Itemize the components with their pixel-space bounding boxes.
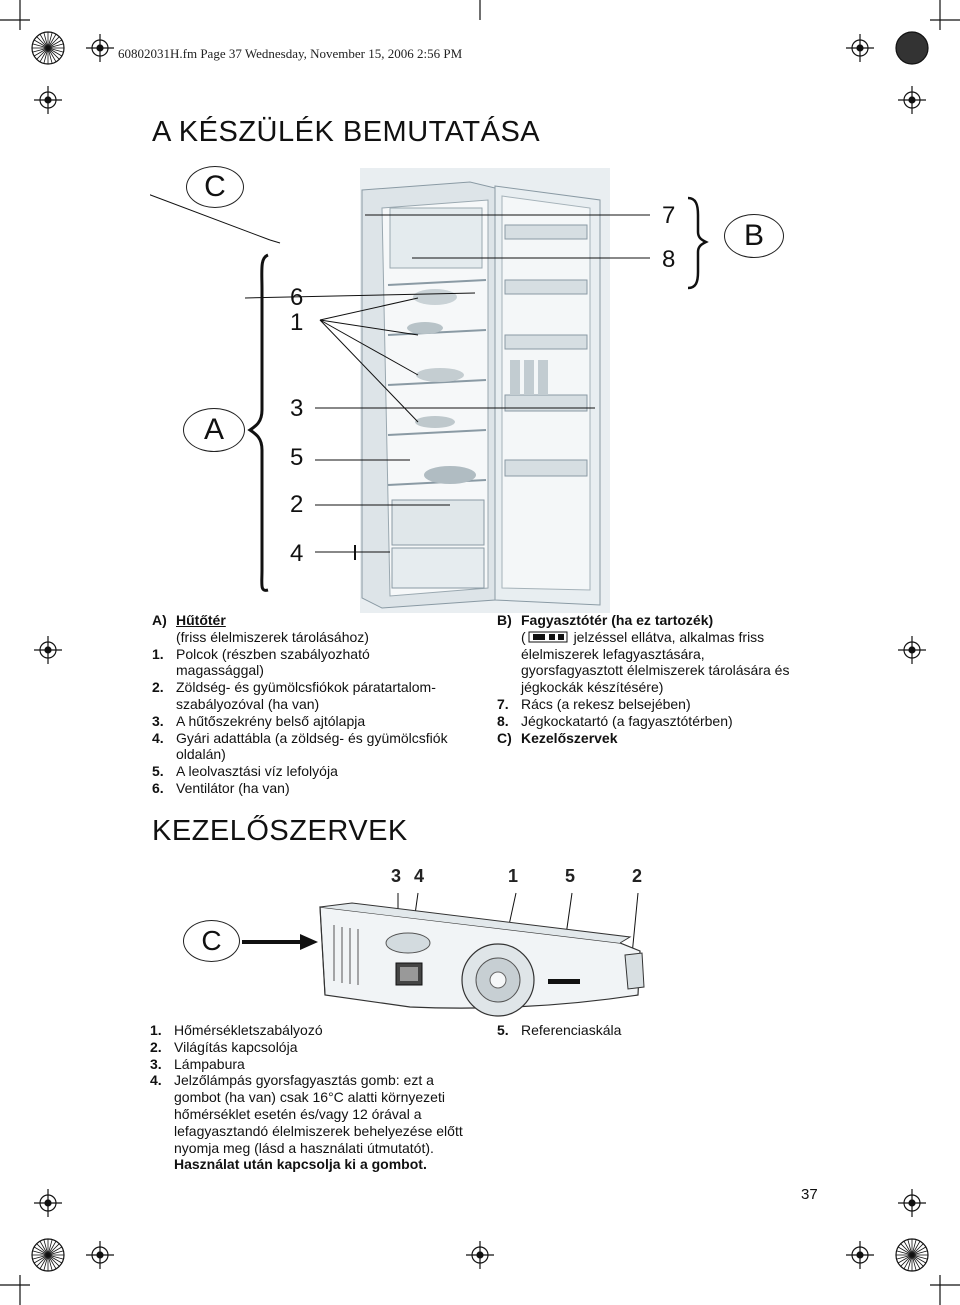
fig-number-5: 5 xyxy=(290,444,304,471)
crosshair-mark-icon xyxy=(86,34,114,62)
list-item-text: Hőmérsékletszabályozó xyxy=(174,1022,323,1038)
list-b-desc: gyorsfagyasztott élelmiszerek tárolására… xyxy=(521,662,790,679)
list-item-text: Világítás kapcsolója xyxy=(174,1038,298,1055)
list-item-text: Referenciaskála xyxy=(521,1022,622,1038)
crosshair-mark-icon xyxy=(34,636,62,664)
list-item-text: lefagyasztandó élelmiszerek behelyezése … xyxy=(174,1122,463,1139)
list-b-paren: ( xyxy=(521,628,526,645)
list-item-text: Lámpabura xyxy=(174,1055,245,1072)
crosshair-mark-icon xyxy=(846,34,874,62)
crosshair-mark-icon xyxy=(34,86,62,114)
fig-number-2: 2 xyxy=(290,491,304,518)
list-item-text: A leolvasztási víz lefolyója xyxy=(176,763,338,780)
list-item-text: magassággal) xyxy=(176,662,264,679)
list-item-text: nyomja meg (lásd a használati útmutatót)… xyxy=(174,1139,434,1156)
list-b-desc: élelmiszerek lefagyasztására, xyxy=(521,645,705,662)
control-panel-illustration xyxy=(319,892,645,1017)
list-item-num: 1. xyxy=(150,1022,162,1038)
crosshair-mark-icon xyxy=(34,1189,62,1217)
list-item-num: 5. xyxy=(152,763,164,780)
list-item-text: Jelzőlámpás gyorsfagyasztás gomb: ezt a xyxy=(174,1072,434,1089)
label-b: B xyxy=(724,214,784,258)
list-item-text: Rács (a rekesz belsejében) xyxy=(521,695,691,712)
list-item-text: Ventilátor (ha van) xyxy=(176,779,290,796)
fig-number-6: 6 xyxy=(290,284,304,311)
section-title-device: A KÉSZÜLÉK BEMUTATÁSA xyxy=(152,116,541,148)
ctrl-number-2: 2 xyxy=(632,866,643,886)
list-a-key: A) xyxy=(152,612,167,628)
fig-number-8: 8 xyxy=(662,246,676,273)
arrow-right-icon xyxy=(242,934,318,950)
list-item-num: 2. xyxy=(152,679,164,696)
list-c-key: C) xyxy=(497,729,512,746)
ctrl-number-1: 1 xyxy=(508,866,519,886)
list-a-heading: Hűtőtér xyxy=(176,612,226,628)
list-item-text: oldalán) xyxy=(176,746,226,763)
freezer-star-symbol-icon xyxy=(528,631,568,643)
list-item-num: 4. xyxy=(150,1072,162,1089)
list-item-num: 8. xyxy=(497,712,509,729)
label-c-top: C xyxy=(186,166,244,208)
crosshair-mark-icon xyxy=(86,1241,114,1269)
list-controls: 1. Hőmérsékletszabályozó 2. Világítás kapc… xyxy=(150,1022,490,1173)
fridge-illustration xyxy=(150,168,709,613)
list-item-text: gombot (ha van) csak 16°C alatti környez… xyxy=(174,1089,445,1106)
list-item-num: 4. xyxy=(152,729,164,746)
ctrl-number-5: 5 xyxy=(565,866,576,886)
list-controls-right: 5. Referenciaskála xyxy=(497,1022,797,1039)
list-item-text: hőmérséklet esetén és/vagy 12 órával a xyxy=(174,1105,422,1122)
list-item-num: 1. xyxy=(152,645,164,662)
starburst-mark-icon xyxy=(31,1238,65,1272)
list-a-sub: (friss élelmiszerek tárolásához) xyxy=(176,628,369,645)
crosshair-mark-icon xyxy=(898,86,926,114)
list-item-num: 3. xyxy=(152,712,164,729)
list-item-text: Polcok (részben szabályozható xyxy=(176,645,370,662)
list-item-text: Zöldség- és gyümölcsfiókok páratartalom- xyxy=(176,679,436,696)
list-item-num: 3. xyxy=(150,1055,162,1072)
ctrl-number-3: 3 xyxy=(391,866,402,886)
ctrl-number-4: 4 xyxy=(414,866,425,886)
list-item-text: Gyári adattábla (a zöldség- és gyümölcsf… xyxy=(176,729,448,746)
list-item-num: 7. xyxy=(497,695,509,712)
crosshair-mark-icon xyxy=(466,1241,494,1269)
label-c-controls: C xyxy=(183,920,240,962)
page-number: 37 xyxy=(801,1186,818,1203)
starburst-mark-icon xyxy=(895,1238,929,1272)
list-b-key: B) xyxy=(497,612,512,628)
list-b-desc: jégkockák készítésére) xyxy=(521,679,664,696)
section-title-controls: KEZELŐSZERVEK xyxy=(152,815,408,847)
list-item-text: Jégkockatartó (a fagyasztótérben) xyxy=(521,712,733,729)
starburst-mark-icon xyxy=(31,31,65,65)
list-freezer-parts: B) Fagyasztótér (ha ez tartozék) ( jelzés… xyxy=(497,612,827,746)
file-info-header: 60802031H.fm Page 37 Wednesday, November… xyxy=(118,46,463,61)
list-item-warning: Használat után kapcsolja ki a gombot. xyxy=(174,1156,427,1173)
list-b-heading: Fagyasztótér (ha ez tartozék) xyxy=(521,612,714,628)
list-item-text: A hűtőszekrény belső ajtólapja xyxy=(176,712,366,729)
list-c-heading: Kezelőszervek xyxy=(521,729,618,746)
list-item-num: 2. xyxy=(150,1038,162,1055)
crosshair-mark-icon xyxy=(898,1189,926,1217)
fig-number-7: 7 xyxy=(662,202,676,229)
list-item-num: 6. xyxy=(152,779,164,796)
label-a: A xyxy=(183,408,245,452)
list-b-desc: jelzéssel ellátva, alkalmas friss xyxy=(573,628,765,645)
crosshair-mark-icon xyxy=(846,1241,874,1269)
list-item-text: szabályozóval (ha van) xyxy=(176,695,320,712)
list-refrigerator-parts: A) Hűtőtér (friss élelmiszerek tárolásáho… xyxy=(152,612,492,797)
fig-number-4: 4 xyxy=(290,540,304,567)
fig-number-1: 1 xyxy=(290,309,304,336)
list-item-num: 5. xyxy=(497,1022,509,1038)
fig-number-3: 3 xyxy=(290,395,304,422)
crosshair-mark-icon xyxy=(898,636,926,664)
color-patch-mark-icon xyxy=(895,31,929,65)
